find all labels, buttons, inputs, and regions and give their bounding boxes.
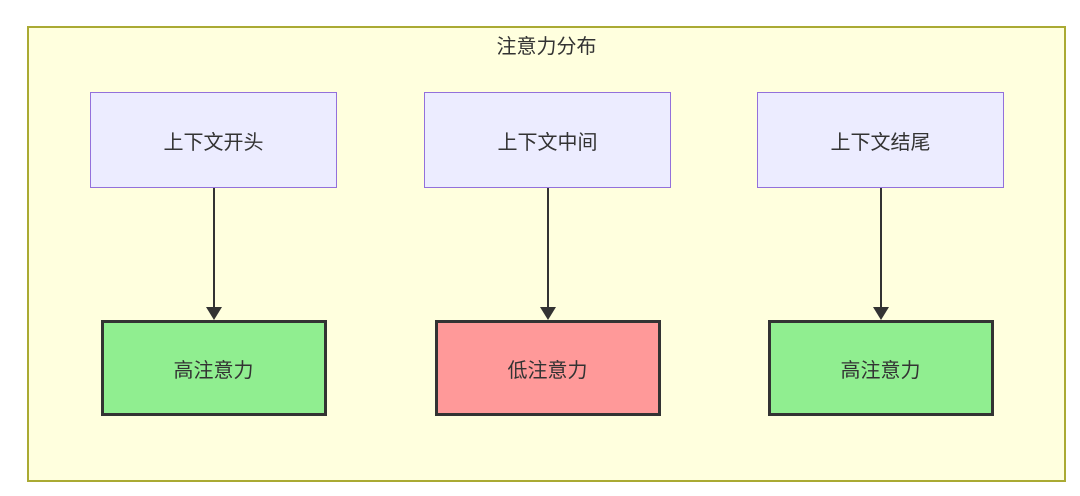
arrow-line xyxy=(546,188,549,308)
arrow-start-to-high xyxy=(204,188,224,320)
arrow-line xyxy=(212,188,215,308)
attention-high-node-left: 高注意力 xyxy=(100,320,327,416)
arrow-middle-to-low xyxy=(538,188,558,320)
context-end-node: 上下文结尾 xyxy=(757,92,1004,188)
arrow-line xyxy=(879,188,882,308)
diagram-title: 注意力分布 xyxy=(496,36,597,58)
arrowhead-icon xyxy=(205,307,222,320)
arrowhead-icon xyxy=(872,307,889,320)
arrowhead-icon xyxy=(539,307,556,320)
flow-column-middle: 上下文中间 低注意力 xyxy=(424,92,671,416)
arrow-end-to-high xyxy=(871,188,891,320)
context-middle-node: 上下文中间 xyxy=(424,92,671,188)
attention-high-node-right: 高注意力 xyxy=(767,320,994,416)
flow-column-start: 上下文开头 高注意力 xyxy=(90,92,337,416)
flow-column-end: 上下文结尾 高注意力 xyxy=(757,92,1004,416)
attention-low-node: 低注意力 xyxy=(434,320,661,416)
context-start-node: 上下文开头 xyxy=(90,92,337,188)
